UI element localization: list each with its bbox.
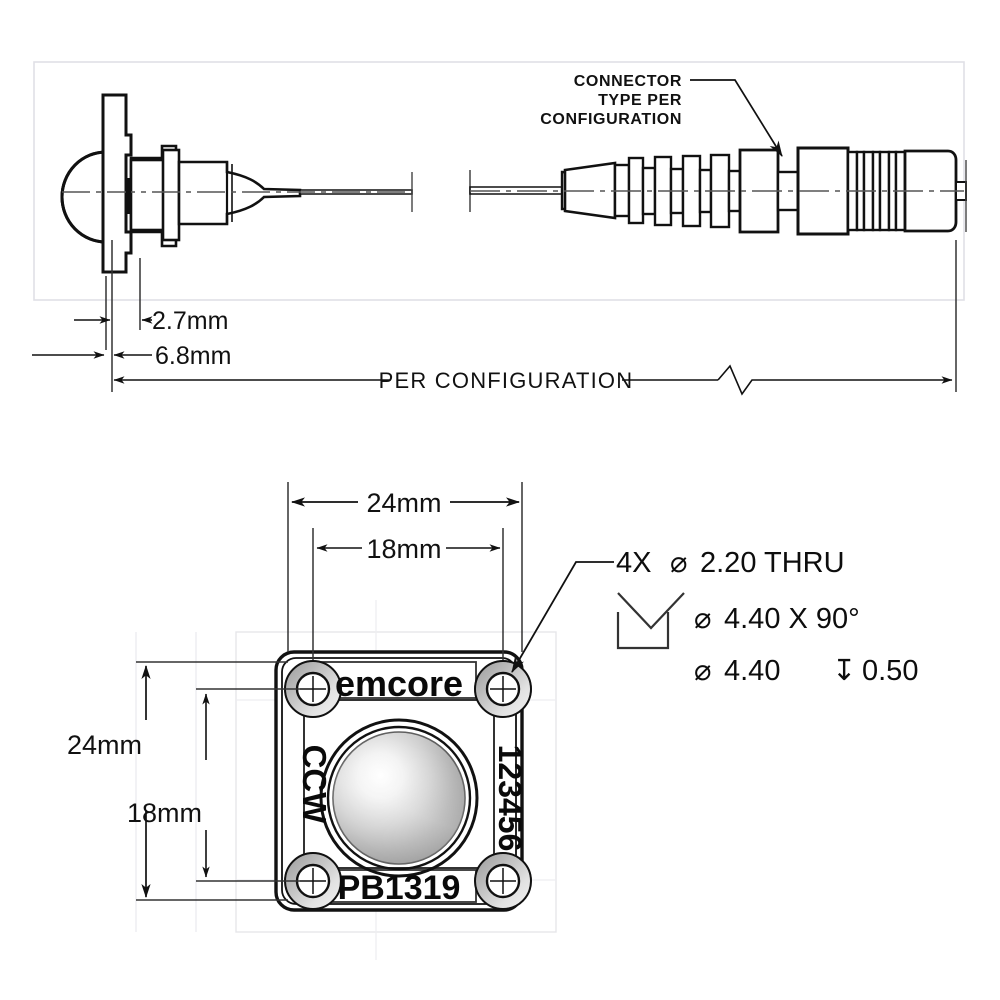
dimension-top-24mm-label: 24mm <box>366 488 441 518</box>
dimension-2-7mm-label: 2.7mm <box>152 307 228 335</box>
side-view-assembly <box>60 93 413 274</box>
dimension-left-18mm: 18mm <box>127 693 210 878</box>
hole-callout-depth-symbol: ↧ <box>832 655 856 687</box>
hole-callout-group: 4X ⌀ 2.20 THRU ⌀ 4.40 X 90° ⌀ 4.40 ↧ 0.5… <box>511 547 918 687</box>
hole-callout-dia-symbol-1: ⌀ <box>670 547 687 579</box>
dimension-2-7mm: 2.7mm <box>74 307 228 335</box>
note-line-2: TYPE PER <box>598 92 682 109</box>
hole-callout-dia-symbol-3: ⌀ <box>694 655 711 687</box>
dimension-top-18mm-label: 18mm <box>366 534 441 564</box>
part-serial-label: 123456 <box>492 745 528 852</box>
dimension-break-symbol <box>717 364 953 396</box>
countersink-symbol <box>617 592 685 630</box>
dimension-left-24mm-label: 24mm <box>67 730 142 760</box>
dimension-left-24mm: 24mm <box>67 665 151 898</box>
dimension-6-8mm-label: 6.8mm <box>155 342 231 370</box>
bottom-view-part: emcore PB1319 CCW 123456 <box>274 650 532 912</box>
hole-callout-line-1: 2.20 THRU <box>700 547 845 579</box>
mounting-hole-bottom-right <box>474 852 532 910</box>
trackball-sheen <box>333 732 465 864</box>
dome-profile <box>60 150 107 244</box>
hole-callout-qty: 4X <box>616 547 651 579</box>
strain-relief <box>177 160 302 226</box>
dimension-top-24mm: 24mm <box>291 488 520 518</box>
mounting-hole-top-right <box>474 660 532 718</box>
dimension-per-configuration: PER CONFIGURATION <box>113 364 953 396</box>
dimension-per-configuration-label: PER CONFIGURATION <box>379 368 634 393</box>
mounting-flange <box>101 93 133 274</box>
hole-callout-line-3: 4.40 <box>724 655 780 687</box>
note-leader-line <box>690 79 783 157</box>
hole-callout-depth-value: 0.50 <box>862 655 918 687</box>
bottom-view-horizontal-dimensions: 24mm 18mm <box>287 482 523 660</box>
trackball-bezel-outer <box>319 718 479 878</box>
dimension-left-18mm-label: 18mm <box>127 798 202 828</box>
note-line-1: CONNECTOR <box>574 73 682 90</box>
bottom-view-vertical-dimensions: 24mm 18mm <box>67 661 300 901</box>
hole-callout-line-2: 4.40 X 90° <box>724 603 860 635</box>
hole-callout-dia-symbol-2: ⌀ <box>694 603 711 635</box>
side-view-dimension-group: 2.7mm 6.8mm PER CONFIGURATION <box>32 240 957 396</box>
trackball-bezel-inner <box>326 725 472 871</box>
part-number-label: PB1319 <box>338 869 461 907</box>
dimension-top-18mm: 18mm <box>316 534 501 564</box>
counterbore-symbol <box>616 612 670 650</box>
part-rotation-label: CCW <box>296 745 333 825</box>
connector-note-group: CONNECTOR TYPE PER CONFIGURATION <box>540 73 783 157</box>
note-line-3: CONFIGURATION <box>540 111 682 128</box>
hole-callout-leader <box>511 561 614 673</box>
dimension-6-8mm: 6.8mm <box>32 342 231 370</box>
connector-view-assembly <box>469 146 967 236</box>
part-brand-label: emcore <box>335 663 463 704</box>
